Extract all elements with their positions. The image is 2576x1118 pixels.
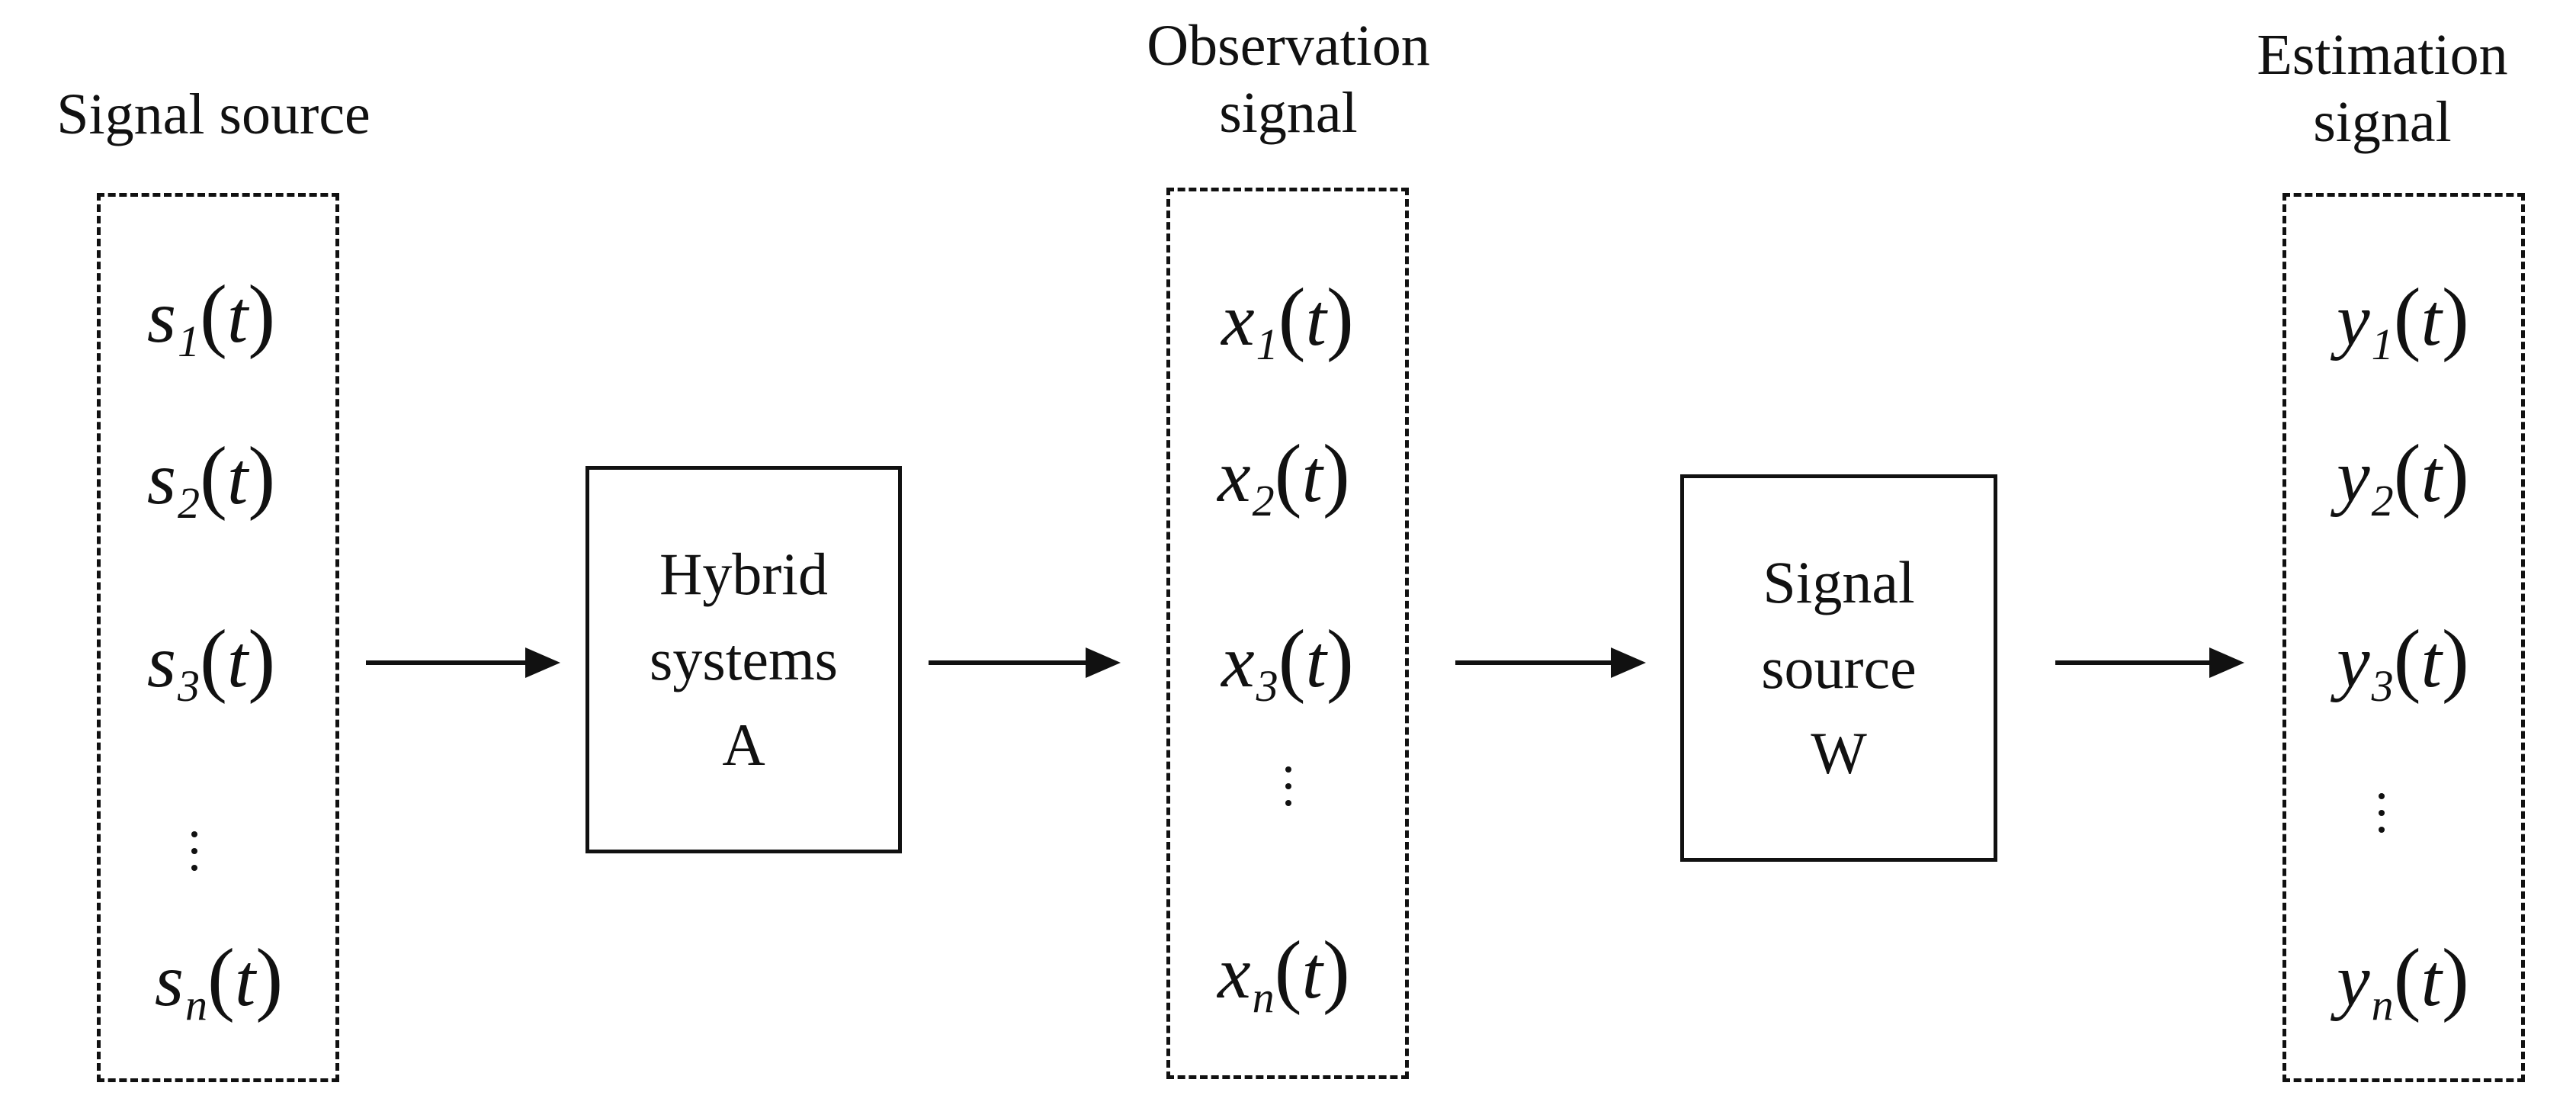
estimation-signal-n-arg: t bbox=[2420, 940, 2442, 1022]
source-signal-3-sub: 3 bbox=[177, 660, 200, 711]
observation-signal-3-close-paren: ) bbox=[1326, 614, 1354, 705]
estimation-signal-2: y2(t) bbox=[2337, 432, 2469, 543]
separation-system-block: Signal source W bbox=[1680, 474, 1997, 862]
source-signal-n-sub: n bbox=[184, 979, 207, 1030]
estimation-signal-n-var: y bbox=[2337, 940, 2370, 1022]
estimation-signal-2-open-paren: ( bbox=[2393, 429, 2421, 519]
arrow-observation-to-separation bbox=[1455, 647, 1646, 678]
source-signal-1-arg: t bbox=[226, 276, 249, 358]
observation-signal-2: x2(t) bbox=[1217, 432, 1350, 543]
estimation-signal-2-close-paren: ) bbox=[2441, 429, 2469, 519]
estimation-signal-n: yn(t) bbox=[2337, 936, 2469, 1047]
mixing-block-line-1: Hybrid bbox=[659, 541, 828, 607]
source-signal-1-var: s bbox=[146, 276, 176, 358]
estimation-signal-n-open-paren: ( bbox=[2393, 933, 2421, 1023]
observation-signal-2-open-paren: ( bbox=[1274, 429, 1302, 519]
arrow-separation-to-estimation bbox=[2055, 647, 2244, 678]
estimation-signal-1-open-paren: ( bbox=[2393, 272, 2421, 363]
source-signal-1-open-paren: ( bbox=[199, 269, 227, 360]
estimation-signal-title: Estimation signal bbox=[2211, 21, 2554, 156]
observation-signal-1-open-paren: ( bbox=[1278, 272, 1306, 363]
observation-signal-n: xn(t) bbox=[1217, 929, 1350, 1039]
observation-signal-3-sub: 3 bbox=[1256, 660, 1278, 711]
observation-signal-3-open-paren: ( bbox=[1278, 614, 1306, 705]
estimation-signal-2-sub: 2 bbox=[2371, 475, 2394, 525]
estimation-signal-3-close-paren: ) bbox=[2441, 614, 2469, 705]
observation-signal-3-var: x bbox=[1221, 621, 1255, 703]
source-signal-n-arg: t bbox=[234, 940, 256, 1022]
observation-signal-group-box bbox=[1166, 188, 1409, 1079]
observation-signal-2-arg: t bbox=[1301, 435, 1323, 518]
estimation-signal-2-arg: t bbox=[2420, 435, 2442, 518]
signal-source-title: Signal source bbox=[23, 81, 404, 148]
estimation-signal-3-open-paren: ( bbox=[2393, 614, 2421, 705]
source-signal-n-var: s bbox=[154, 940, 184, 1022]
observation-title-line-2: signal bbox=[1219, 81, 1358, 145]
estimation-signal-1-sub: 1 bbox=[2371, 319, 2394, 369]
estimation-signal-1-var: y bbox=[2337, 279, 2370, 361]
estimation-signal-3-var: y bbox=[2337, 621, 2370, 703]
arrow-mixing-to-observation bbox=[929, 647, 1121, 678]
observation-signal-n-var: x bbox=[1217, 932, 1251, 1014]
observation-signal-1: x1(t) bbox=[1221, 276, 1354, 387]
observation-signal-3: x3(t) bbox=[1221, 618, 1354, 728]
source-ellipsis bbox=[189, 831, 200, 871]
estimation-signal-3: y3(t) bbox=[2337, 618, 2469, 728]
mixing-system-block: Hybrid systems A bbox=[585, 466, 902, 853]
arrow-source-to-mixing bbox=[366, 647, 560, 678]
source-signal-2-open-paren: ( bbox=[199, 431, 227, 522]
source-signal-3: s3(t) bbox=[147, 618, 275, 728]
observation-signal-n-close-paren: ) bbox=[1322, 925, 1350, 1016]
observation-signal-1-sub: 1 bbox=[1256, 319, 1278, 369]
observation-signal-n-sub: n bbox=[1252, 972, 1275, 1022]
separation-block-line-3: W bbox=[1811, 720, 1867, 786]
source-signal-3-var: s bbox=[146, 621, 176, 703]
source-signal-2-close-paren: ) bbox=[248, 431, 276, 522]
estimation-signal-n-sub: n bbox=[2371, 979, 2394, 1030]
observation-signal-n-open-paren: ( bbox=[1274, 925, 1302, 1016]
source-signal-2-arg: t bbox=[226, 438, 249, 520]
source-signal-1-sub: 1 bbox=[177, 316, 200, 366]
estimation-title-line-2: signal bbox=[2313, 90, 2452, 154]
observation-signal-1-arg: t bbox=[1305, 279, 1326, 361]
separation-block-line-2: source bbox=[1761, 634, 1917, 701]
observation-signal-n-arg: t bbox=[1301, 932, 1323, 1014]
estimation-signal-3-arg: t bbox=[2420, 621, 2442, 703]
observation-signal-1-var: x bbox=[1221, 279, 1255, 361]
observation-ellipsis bbox=[1283, 766, 1294, 806]
source-signal-n: sn(t) bbox=[155, 936, 283, 1047]
source-signal-2-var: s bbox=[146, 438, 176, 520]
estimation-title-line-1: Estimation bbox=[2257, 23, 2508, 87]
source-signal-1: s1(t) bbox=[147, 273, 275, 384]
source-signal-2-sub: 2 bbox=[177, 477, 200, 528]
observation-signal-3-arg: t bbox=[1305, 621, 1326, 703]
estimation-signal-1: y1(t) bbox=[2337, 276, 2469, 387]
source-signal-n-close-paren: ) bbox=[255, 933, 284, 1023]
mixing-block-line-2: systems bbox=[649, 626, 839, 692]
signal-source-group-box bbox=[97, 193, 339, 1082]
source-signal-2: s2(t) bbox=[147, 435, 275, 545]
estimation-ellipsis bbox=[2376, 793, 2387, 833]
source-signal-n-open-paren: ( bbox=[207, 933, 235, 1023]
observation-signal-2-close-paren: ) bbox=[1322, 429, 1350, 519]
observation-signal-1-close-paren: ) bbox=[1326, 272, 1354, 363]
estimation-signal-1-arg: t bbox=[2420, 279, 2442, 361]
signal-source-title-line: Signal source bbox=[56, 82, 371, 146]
estimation-signal-group-box bbox=[2282, 193, 2525, 1082]
source-signal-1-close-paren: ) bbox=[248, 269, 276, 360]
mixing-block-line-3: A bbox=[722, 712, 765, 778]
estimation-signal-1-close-paren: ) bbox=[2441, 272, 2469, 363]
estimation-signal-3-sub: 3 bbox=[2371, 660, 2394, 711]
observation-signal-2-var: x bbox=[1217, 435, 1251, 518]
observation-signal-2-sub: 2 bbox=[1252, 475, 1275, 525]
observation-title-line-1: Observation bbox=[1147, 14, 1430, 78]
estimation-signal-2-var: y bbox=[2337, 435, 2370, 518]
separation-block-line-1: Signal bbox=[1763, 549, 1915, 615]
observation-signal-title: Observation signal bbox=[1098, 12, 1479, 146]
source-signal-3-arg: t bbox=[226, 621, 249, 703]
estimation-signal-n-close-paren: ) bbox=[2441, 933, 2469, 1023]
source-signal-3-close-paren: ) bbox=[248, 614, 276, 705]
source-signal-3-open-paren: ( bbox=[199, 614, 227, 705]
